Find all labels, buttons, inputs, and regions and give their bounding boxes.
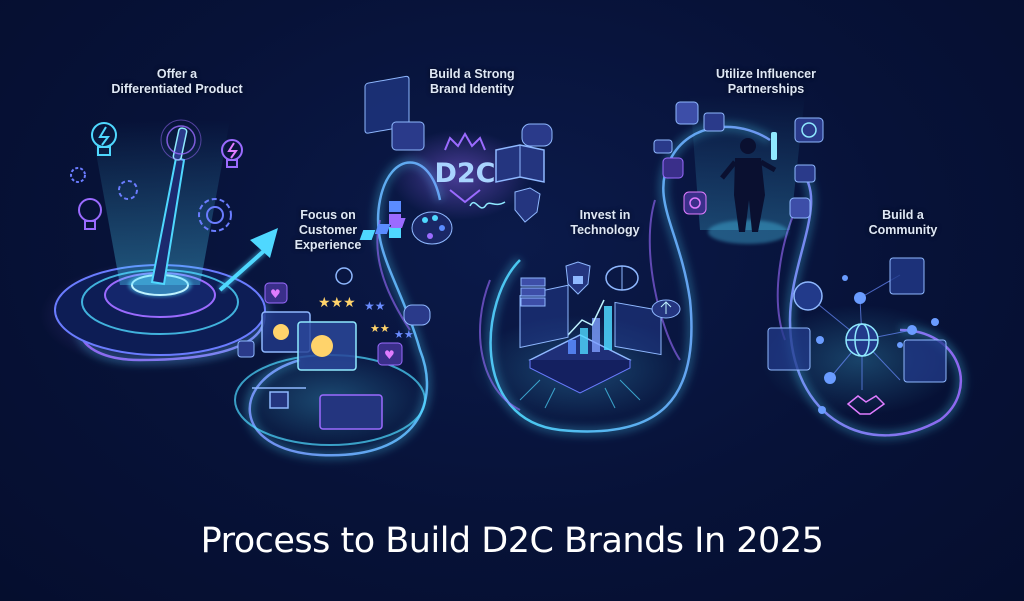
profile-card-icon [767,327,947,383]
svg-text:★★★: ★★★ [318,295,356,311]
step-label-build-community: Build a Community [868,208,938,237]
brain-icon [605,265,639,291]
shield-icon [514,187,541,223]
step-label-invest-technology: Invest in Technology [570,208,640,237]
browser-window-icon [364,75,425,151]
step-label-influencer-partnerships: Utilize Influencer Partnerships [715,67,817,96]
step-4-illustration [470,261,690,425]
gear-icon [70,167,232,232]
lightbulb-icon [91,122,117,156]
step-3-illustration: D2C [359,75,553,245]
toothbrush-icon [150,119,202,286]
svg-text:★★: ★★ [394,328,414,341]
step-6-illustration [760,257,960,415]
book-icon [495,123,553,183]
step-1-illustration [40,119,280,370]
handshake-icon [846,395,886,415]
step-label-offer-differentiated-product: Offer a Differentiated Product [111,67,243,96]
globe-icon [845,323,879,357]
lightbulb-icon [221,139,243,168]
chat-bubble-icon [653,112,816,183]
influencer-silhouette [720,132,777,232]
star-rating-icon: ★★★ ★★ ★★ ★★ [318,295,414,341]
d2c-crown-logo: D2C [434,132,496,204]
heart-icon: ♥ ♥ [264,282,403,366]
camera-icon [794,117,824,143]
browser-window-icon [261,311,383,430]
svg-text:♥: ♥ [384,348,395,362]
cloud-upload-icon [651,299,681,319]
step-label-focus-customer-experience: Focus on Customer Experience [294,208,362,252]
step-2-illustration: ★★★ ★★ ★★ ★★ ♥ ♥ [230,267,431,450]
step-5-illustration [653,95,824,244]
svg-text:★★: ★★ [364,299,386,313]
bar-chart-icon [567,299,612,354]
like-icon [675,101,699,125]
chat-bubble-icon [237,304,431,358]
svg-text:D2C: D2C [434,158,495,189]
group-icon [793,257,925,311]
share-icon [789,197,811,219]
server-icon [520,277,546,307]
page-title: Process to Build D2C Brands In 2025 [200,521,824,561]
arrow-icon [217,228,278,293]
step-label-brand-identity: Build a Strong Brand Identity [429,67,515,96]
color-palette-icon [411,211,453,245]
network-nodes [816,275,939,414]
instagram-icon [683,191,707,215]
smiley-icon [335,267,353,285]
lock-shield-icon [565,261,591,295]
svg-text:★★: ★★ [370,322,390,335]
lightbulb-icon [78,198,102,230]
heart-icon [662,157,684,179]
svg-text:♥: ♥ [270,287,281,301]
drone-delivery-icon [252,387,306,409]
color-swatch-icon [359,201,406,240]
signature-icon [469,201,506,209]
